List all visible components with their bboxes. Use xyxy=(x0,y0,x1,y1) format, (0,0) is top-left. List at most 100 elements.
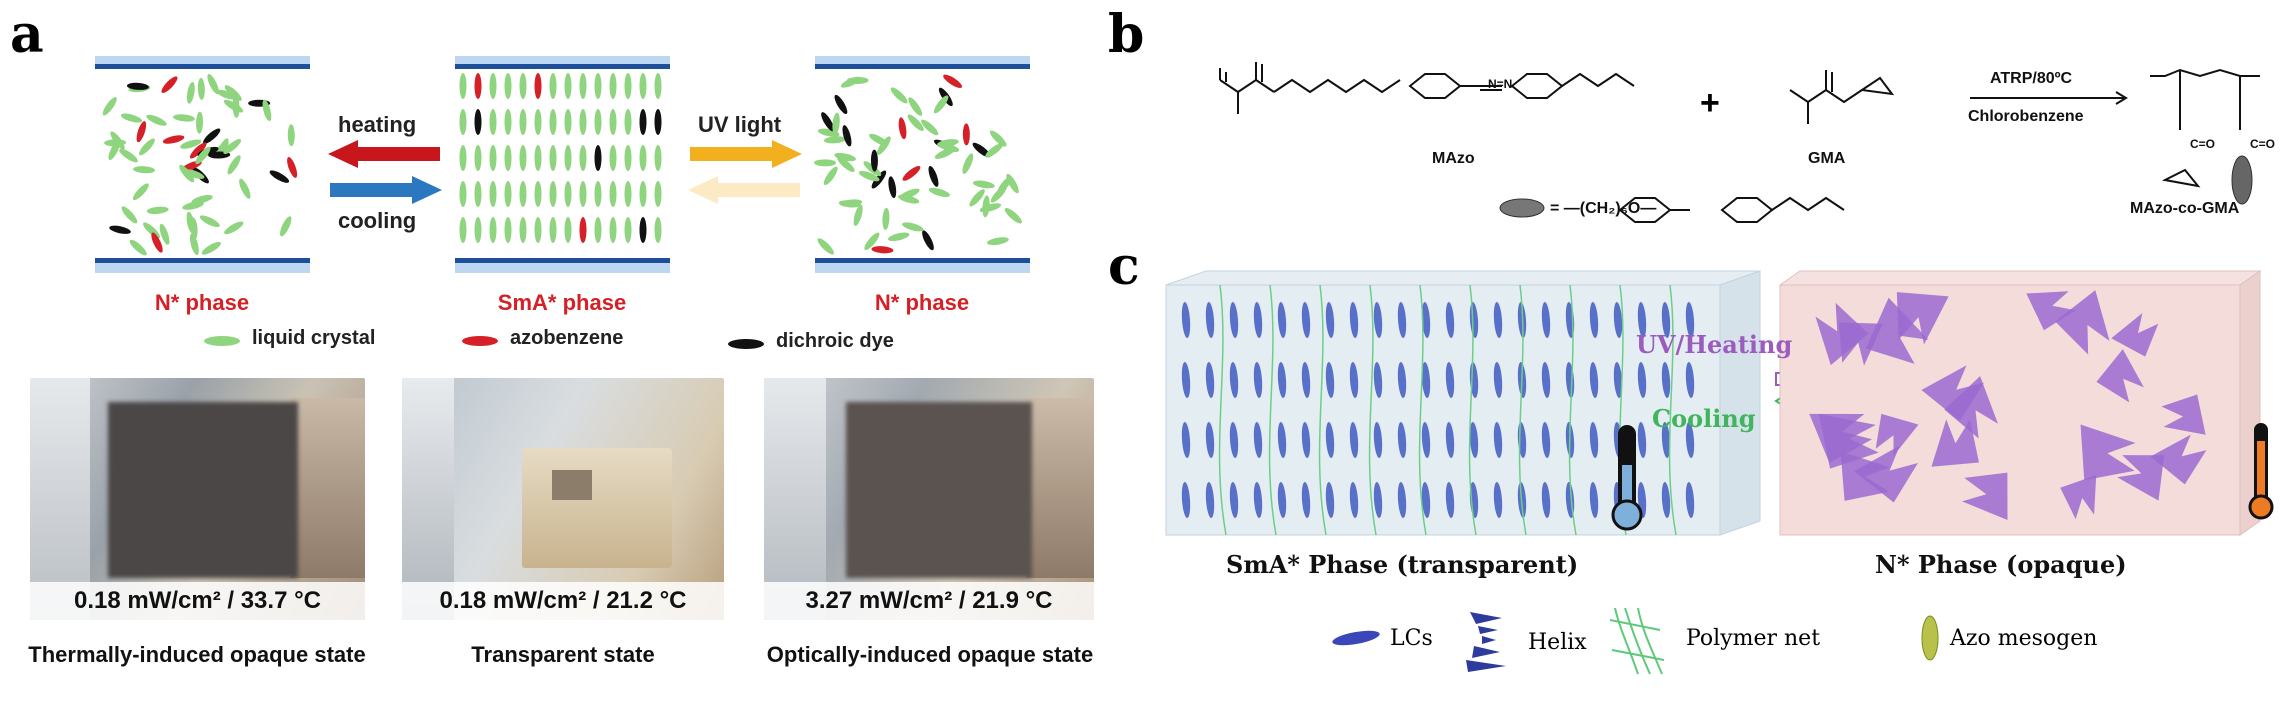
lc-molecule xyxy=(549,145,557,171)
helix xyxy=(1854,445,1918,503)
helix xyxy=(2080,424,2136,481)
lc-molecule xyxy=(1253,302,1263,338)
n-phase-box xyxy=(1778,270,2262,536)
lc-molecule xyxy=(1445,362,1455,398)
cell-n-phase-left xyxy=(95,56,310,273)
lc-molecule xyxy=(609,181,617,207)
cooling-arrow xyxy=(330,176,442,204)
dye-molecule xyxy=(922,230,934,251)
helix xyxy=(1818,413,1879,469)
lc-molecule xyxy=(190,217,198,240)
lc-molecule xyxy=(224,85,242,101)
lc-molecule xyxy=(1637,302,1647,338)
lc-molecule xyxy=(1301,482,1311,518)
lc-molecule xyxy=(840,76,862,88)
lc-molecule xyxy=(199,215,220,228)
lc-molecule xyxy=(1181,302,1191,338)
lc-molecule xyxy=(989,130,1007,147)
lc-molecule xyxy=(549,73,557,99)
dye-molecule xyxy=(474,109,482,135)
lc-molecule xyxy=(519,145,527,171)
lc-molecule xyxy=(1493,482,1503,518)
lc-molecule xyxy=(474,145,482,171)
lc-molecule xyxy=(1349,302,1359,338)
phase-label-n-left: N* phase xyxy=(154,290,250,315)
panel-c-legend xyxy=(1332,607,1939,675)
helix xyxy=(1865,297,1929,364)
panel-c-illustration xyxy=(1165,270,2274,536)
lc-molecule xyxy=(1181,362,1191,398)
lc-molecule xyxy=(1229,422,1239,458)
panel-a-schematic xyxy=(95,56,1030,349)
lc-molecule xyxy=(197,77,205,100)
lc-molecule xyxy=(1301,302,1311,338)
lc-molecule xyxy=(564,181,572,207)
lc-molecule xyxy=(1397,482,1407,518)
sma-phase-box xyxy=(1165,270,1761,536)
legend-azo-mesogen-label: Azo mesogen xyxy=(1950,626,2098,651)
lc-molecule xyxy=(1445,482,1455,518)
polymer-strand xyxy=(1518,284,1527,536)
lc-molecule xyxy=(1253,362,1263,398)
lc-molecule xyxy=(1205,482,1215,518)
polymer-strand xyxy=(1468,284,1477,536)
lc-molecule xyxy=(459,181,467,207)
lc-molecule xyxy=(489,109,497,135)
helix xyxy=(2117,455,2165,501)
photo-caption-2: Transparent state xyxy=(471,642,655,667)
helix xyxy=(1838,322,1883,366)
lc-molecule xyxy=(579,109,587,135)
lc-molecule xyxy=(594,217,602,243)
azobenzene-molecule xyxy=(151,232,163,253)
helix xyxy=(2111,312,2159,357)
helix xyxy=(1921,365,1984,422)
reaction-scheme: C=O C=O xyxy=(1219,62,2275,223)
photo-thermal-opaque: 0.18 mW/cm² / 33.7 °C xyxy=(30,378,365,620)
lc-molecule xyxy=(1006,173,1019,194)
lc-molecule xyxy=(814,159,837,167)
lc-molecule xyxy=(119,148,138,163)
lc-molecule xyxy=(239,178,251,199)
polymer-strand xyxy=(1668,284,1677,536)
lc-molecule xyxy=(183,169,205,179)
azobenzene-molecule xyxy=(943,74,963,88)
photo-value-3: 3.27 mW/cm² / 21.9 °C xyxy=(764,582,1094,620)
dye-molecule xyxy=(126,82,149,90)
azobenzene-molecule xyxy=(189,142,207,159)
lc-molecule xyxy=(654,73,662,99)
lc-molecule xyxy=(1541,302,1551,338)
lc-molecule xyxy=(139,138,155,156)
lc-molecule xyxy=(489,181,497,207)
lc-molecule xyxy=(1181,482,1191,518)
lc-molecule xyxy=(159,223,170,245)
lc-molecule xyxy=(121,206,138,224)
lc-molecule xyxy=(594,73,602,99)
photo-optical-opaque: 3.27 mW/cm² / 21.9 °C xyxy=(764,378,1094,620)
lc-molecule xyxy=(624,73,632,99)
azo-n-n: N=N xyxy=(1488,77,1513,91)
lc-molecule xyxy=(921,119,939,136)
label-mazo: MAzo xyxy=(1432,150,1475,167)
thermometer-hot-icon xyxy=(2248,423,2274,520)
mesogen-glyph xyxy=(1499,198,1545,218)
lc-molecule xyxy=(207,74,219,95)
lc-molecule xyxy=(1325,482,1335,518)
panel-label-a: a xyxy=(10,4,44,65)
helix xyxy=(2060,475,2097,520)
lc-molecule xyxy=(1397,302,1407,338)
helix xyxy=(1944,376,1998,439)
lc-molecule xyxy=(890,87,908,104)
dye-molecule xyxy=(269,170,290,183)
heating-arrow xyxy=(328,140,440,168)
lc-molecule xyxy=(1253,422,1263,458)
lc-molecule xyxy=(1661,422,1671,458)
lc-molecule xyxy=(1661,302,1671,338)
heating-label: heating xyxy=(338,112,417,137)
cell-n-phase-right xyxy=(814,56,1030,273)
lc-molecule xyxy=(1325,422,1335,458)
polymer-strand xyxy=(1318,284,1327,536)
lc-molecule xyxy=(853,204,863,226)
dye-molecule xyxy=(821,112,835,132)
lc-molecule xyxy=(639,73,647,99)
lc-molecule xyxy=(1637,362,1647,398)
